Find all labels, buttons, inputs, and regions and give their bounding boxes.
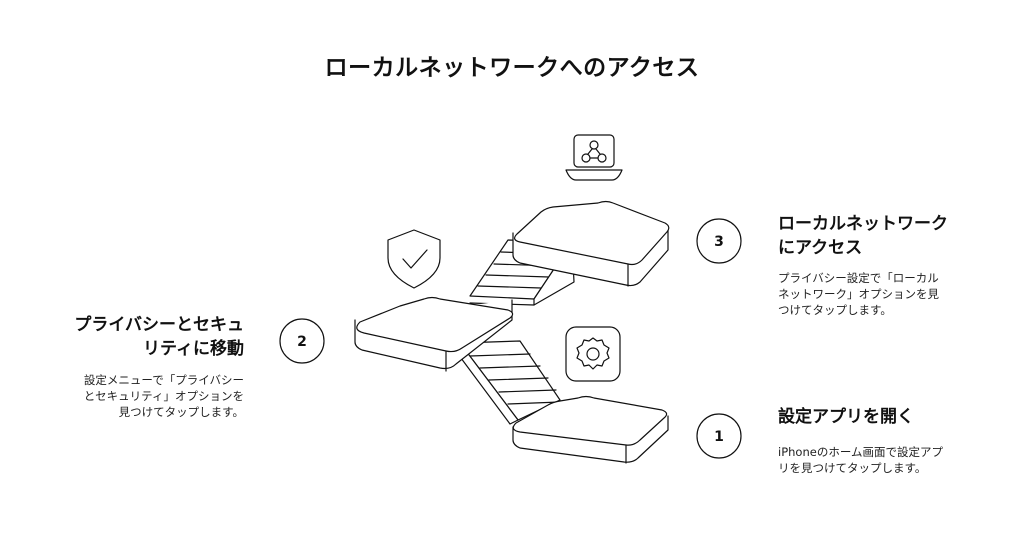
step-2-badge: 2 <box>279 318 325 364</box>
shield-check-icon <box>387 229 441 289</box>
step-1-number: 1 <box>714 429 724 445</box>
laptop-network-icon <box>565 134 623 181</box>
step-3-description: プライバシー設定で「ローカルネットワーク」オプションを見つけてタップします。 <box>778 271 939 317</box>
step-3-number: 3 <box>714 234 724 250</box>
gear-icon <box>565 326 621 382</box>
step-1-heading: 設定アプリを開く <box>778 407 914 427</box>
step-3-heading: ローカルネットワークにアクセス <box>778 214 948 258</box>
page-title: ローカルネットワークへのアクセス <box>324 55 700 81</box>
step-2-description: 設定メニューで「プライバシーとセキュリティ」オプションを見つけてタップします。 <box>83 373 244 419</box>
step-1-badge: 1 <box>696 413 742 459</box>
platform-1 <box>512 395 669 464</box>
step-3-badge: 3 <box>696 218 742 264</box>
step-1-description: iPhoneのホーム画面で設定アプリを見つけてタップします。 <box>778 445 943 475</box>
step-2-heading: プライバシーとセキュリティに移動 <box>74 315 244 359</box>
platform-3 <box>512 200 670 287</box>
platform-2 <box>354 296 514 372</box>
lower-stairs <box>454 340 561 425</box>
step-2-number: 2 <box>297 334 307 350</box>
